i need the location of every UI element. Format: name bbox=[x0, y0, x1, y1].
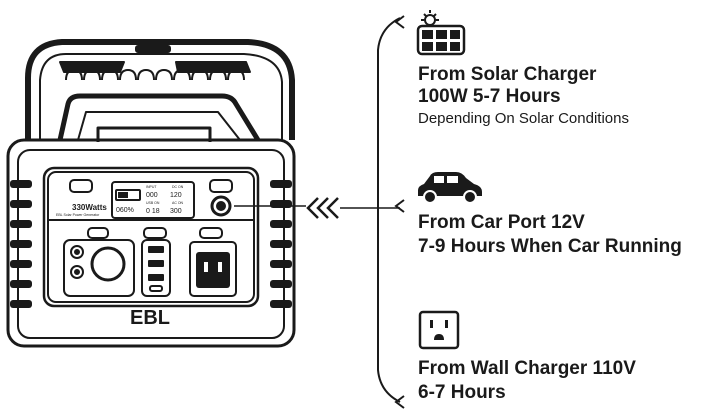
wattage-label: 330Watts bbox=[72, 203, 107, 212]
options-bracket bbox=[377, 17, 401, 403]
ac-outlet bbox=[189, 227, 237, 297]
bracket-tick-bottom bbox=[394, 395, 405, 409]
lcd-input-label: INPUT bbox=[146, 185, 157, 189]
lcd-screen bbox=[111, 181, 195, 219]
car-icon bbox=[418, 172, 482, 204]
solar-title-line2: 100W 5-7 Hours bbox=[418, 86, 561, 107]
tagline-label: EBL Solar Power Generator bbox=[56, 213, 100, 217]
solar-panel-icon bbox=[416, 10, 466, 56]
brand-logo: EBL bbox=[130, 307, 170, 329]
lcd-dc-label: DC ON bbox=[172, 185, 184, 189]
wall-title-line2: 6-7 Hours bbox=[418, 382, 506, 403]
bracket-tick-top bbox=[394, 15, 405, 29]
lcd-usb-value: 0 18 bbox=[146, 208, 160, 215]
usb-ports bbox=[141, 227, 171, 297]
lcd-ac-label: AC ON bbox=[172, 201, 184, 205]
side-ribs bbox=[10, 180, 292, 308]
lcd-input-value: 000 bbox=[146, 192, 158, 199]
wall-title-line1: From Wall Charger 110V bbox=[418, 358, 636, 379]
car-title-line1: From Car Port 12V bbox=[418, 212, 585, 233]
lcd-dc-value: 120 bbox=[170, 192, 182, 199]
bracket-tick-middle bbox=[394, 199, 405, 213]
lcd-ac-value: 300 bbox=[170, 208, 182, 215]
handle bbox=[25, 39, 295, 142]
solar-subtitle: Depending On Solar Conditions bbox=[418, 110, 629, 127]
lcd-usb-label: USB ON bbox=[146, 201, 160, 205]
lcd-battery-percent: 060% bbox=[116, 207, 134, 214]
dc-input-port bbox=[209, 179, 233, 217]
solar-title-line1: From Solar Charger bbox=[418, 64, 597, 85]
car-title-line2: 7-9 Hours When Car Running bbox=[418, 236, 682, 257]
dc-output-ports bbox=[63, 227, 135, 297]
handle-grip bbox=[65, 69, 245, 81]
power-button[interactable] bbox=[69, 179, 93, 193]
connector-arrows bbox=[234, 197, 400, 219]
wall-outlet-icon bbox=[418, 310, 460, 350]
